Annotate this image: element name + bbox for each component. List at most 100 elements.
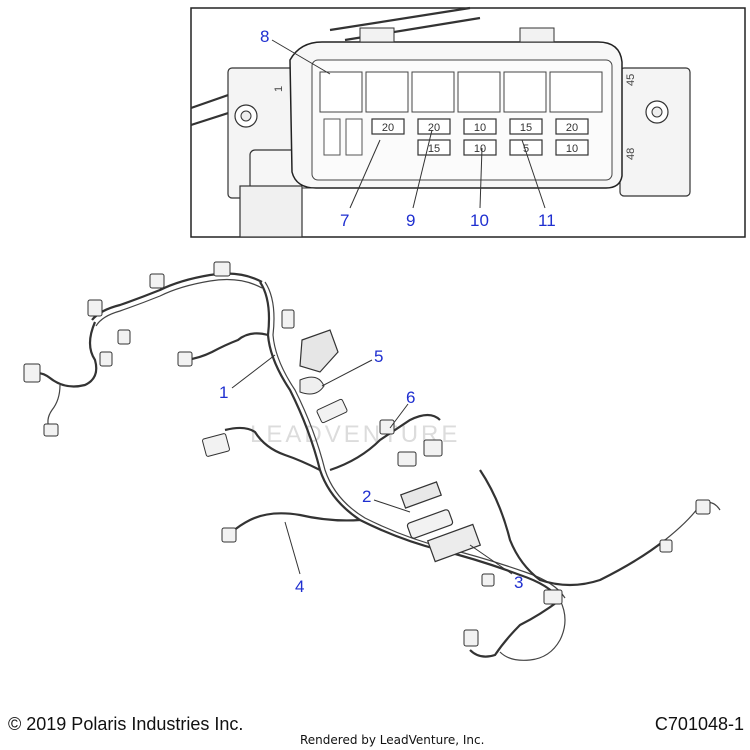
terminal-slot [323,118,341,156]
callout-1: 1 [219,383,228,402]
connector [423,439,443,457]
fuse-slot [555,139,589,156]
fuse-value: 20 [566,122,578,134]
callout-4: 4 [295,577,304,596]
fuse-value: 5 [523,143,529,155]
relay-slot [319,71,363,113]
leader-line [284,521,301,575]
harness-branch-left-lower [224,426,321,471]
leader-line [349,139,381,209]
fuse-value: 10 [566,143,578,155]
connector [281,309,295,329]
fuse-box-clip-top-right [519,27,555,43]
fuse-slot [463,139,497,156]
fuse-slot [555,118,589,135]
harness-branch-left [29,321,98,388]
connector [149,273,165,289]
connector [316,398,348,424]
grommet [299,376,325,395]
fuse-value: 20 [382,122,394,134]
pin-label-1: 1 [273,86,285,92]
connector [695,499,711,515]
leader-line [389,403,409,429]
fuse-value: 20 [428,122,440,134]
callout-11: 11 [538,211,556,230]
connector [117,329,131,345]
connector [659,539,673,553]
relay-slot [365,71,409,113]
leader-line [231,354,276,389]
fuse-slot [417,118,451,135]
callout-7: 7 [340,211,349,230]
fuse-block-cover [406,509,454,539]
pin-label-48: 48 [625,148,637,160]
connector [481,573,495,587]
watermark: LEADVENTURE [250,421,460,448]
fuse-slot [509,118,543,135]
harness-branch-4 [231,512,361,533]
ecu-connector [299,329,339,373]
fuse-slot [509,139,543,156]
leader-line [412,129,433,209]
callout-3: 3 [514,573,523,592]
leader-line [271,39,331,75]
mounting-hole-left-inner [240,110,252,122]
callout-5: 5 [374,347,383,366]
leader-line [521,139,546,209]
connector [99,351,113,367]
fuse-value: 15 [428,143,440,155]
relay-slot [411,71,455,113]
connector [543,589,563,605]
connector [463,629,479,647]
rendered-by-text: Rendered by LeadVenture, Inc. [300,733,485,747]
leader-line [321,359,373,387]
fuse-box-clip-top-left [359,27,395,43]
terminal-slot [345,118,363,156]
fuse-box [426,523,482,563]
drawing-id: C701048-1 [654,714,744,734]
relay-slot [549,71,603,113]
fuse-box-inset: 20 20 10 15 20 15 10 5 10 1 45 48 8 7 9 … [190,6,746,238]
harness-branch-mid [185,332,269,362]
callout-6: 6 [406,388,415,407]
harness-branch-right-lower [479,469,666,587]
fuse-slot [463,118,497,135]
leader-line [479,147,483,209]
pin-label-45: 45 [625,74,637,86]
wiring-harness-assembly: LEADVENTURE [23,261,721,661]
connector [43,423,59,437]
harness-branch-right-end [664,501,721,541]
connector [23,363,41,383]
fuse-value: 10 [474,143,486,155]
connector [221,527,237,543]
connector [379,419,395,435]
fuse-slot [417,139,451,156]
fuse-value: 10 [474,122,486,134]
connector [397,451,417,467]
copyright-text: © 2019 Polaris Industries Inc. [8,714,244,734]
relay-slot [503,71,547,113]
harness-branch-left-2 [47,384,61,431]
mounting-hole-right-inner [651,106,663,118]
fuse-block [399,481,443,509]
callout-2: 2 [362,487,371,506]
inset-mount-bracket-right [619,67,691,197]
harness-branch-upper-outline [95,278,263,327]
callout-10: 10 [470,211,489,230]
leader-line [469,544,513,575]
relay-slot [457,71,501,113]
callout-9: 9 [406,211,415,230]
connector-plug-body [239,185,303,238]
fuse-value: 15 [520,122,532,134]
callout-8: 8 [260,27,269,46]
connector [87,299,103,317]
harness-branch-bottom [469,599,561,658]
fuse-slot [371,118,405,135]
connector [177,351,193,367]
leader-line [373,499,411,513]
harness-branch-right [329,413,441,472]
connector [213,261,231,277]
connector [202,433,230,457]
harness-branch-bottom-2 [499,599,566,661]
